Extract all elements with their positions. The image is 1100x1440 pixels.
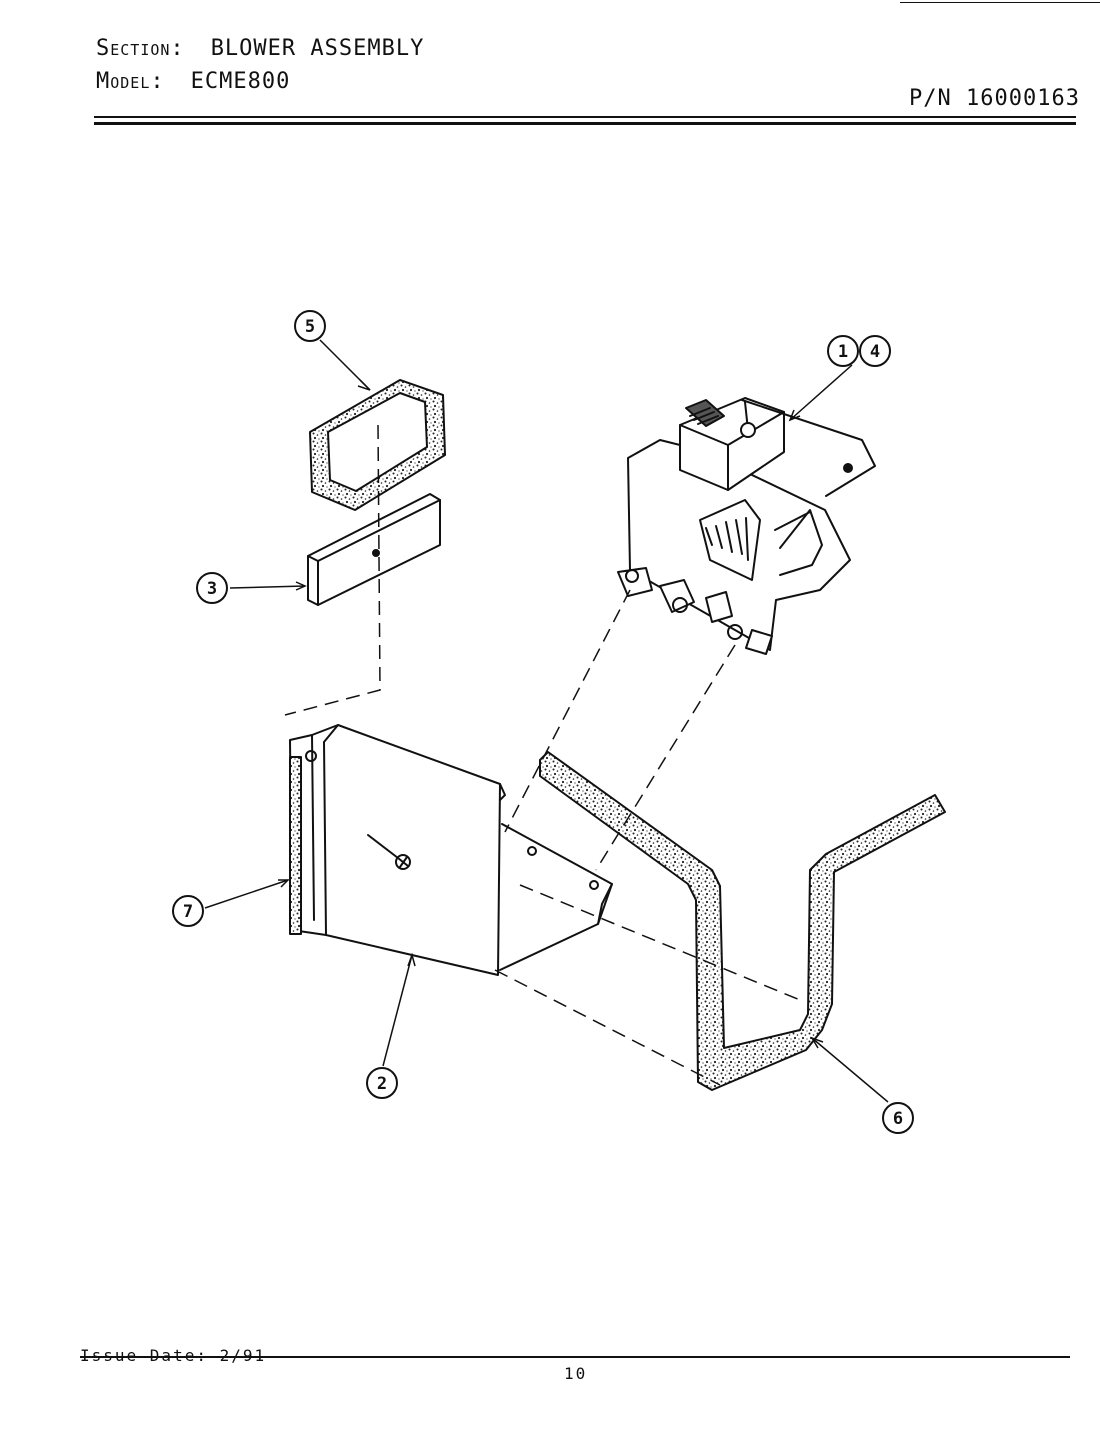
strip-seal-part-7	[289, 756, 302, 935]
long-gasket-part-6	[539, 751, 946, 1091]
header-rule-top	[94, 116, 1076, 118]
callout-circle-7	[172, 895, 204, 927]
callout-4: 4	[870, 342, 880, 362]
section-line: Section: BLOWER ASSEMBLY	[96, 36, 424, 61]
callout-circle-2	[366, 1067, 398, 1099]
filter-block-part-3	[307, 493, 441, 606]
model-label: Model:	[96, 69, 165, 94]
section-title: BLOWER ASSEMBLY	[210, 36, 425, 61]
callout-1: 1	[838, 342, 848, 362]
callout-5: 5	[305, 317, 315, 337]
callout-6: 6	[893, 1109, 903, 1129]
callout-circle-1	[827, 335, 859, 367]
callout-circle-4	[859, 335, 891, 367]
callout-3: 3	[207, 579, 217, 599]
page-number: 10	[564, 1364, 588, 1383]
part-number: P/N 16000163	[909, 86, 1080, 111]
callout-circle-5	[294, 310, 326, 342]
issue-date: Issue Date: 2/91	[80, 1346, 266, 1365]
section-label: Section:	[96, 36, 185, 61]
callout-circle-6	[882, 1102, 914, 1134]
footer-rule	[80, 1356, 1070, 1358]
header-rule-bottom	[94, 122, 1076, 125]
corner-rule	[900, 2, 1100, 3]
model-number: ECME800	[190, 69, 291, 94]
callout-circle-3	[196, 572, 228, 604]
callout-7: 7	[183, 902, 193, 922]
callout-2: 2	[377, 1074, 387, 1094]
gasket-frame-part-5	[309, 379, 446, 511]
screw	[367, 834, 411, 870]
model-line: Model: ECME800	[96, 69, 290, 94]
blower-motor-part-1-4	[617, 397, 876, 655]
